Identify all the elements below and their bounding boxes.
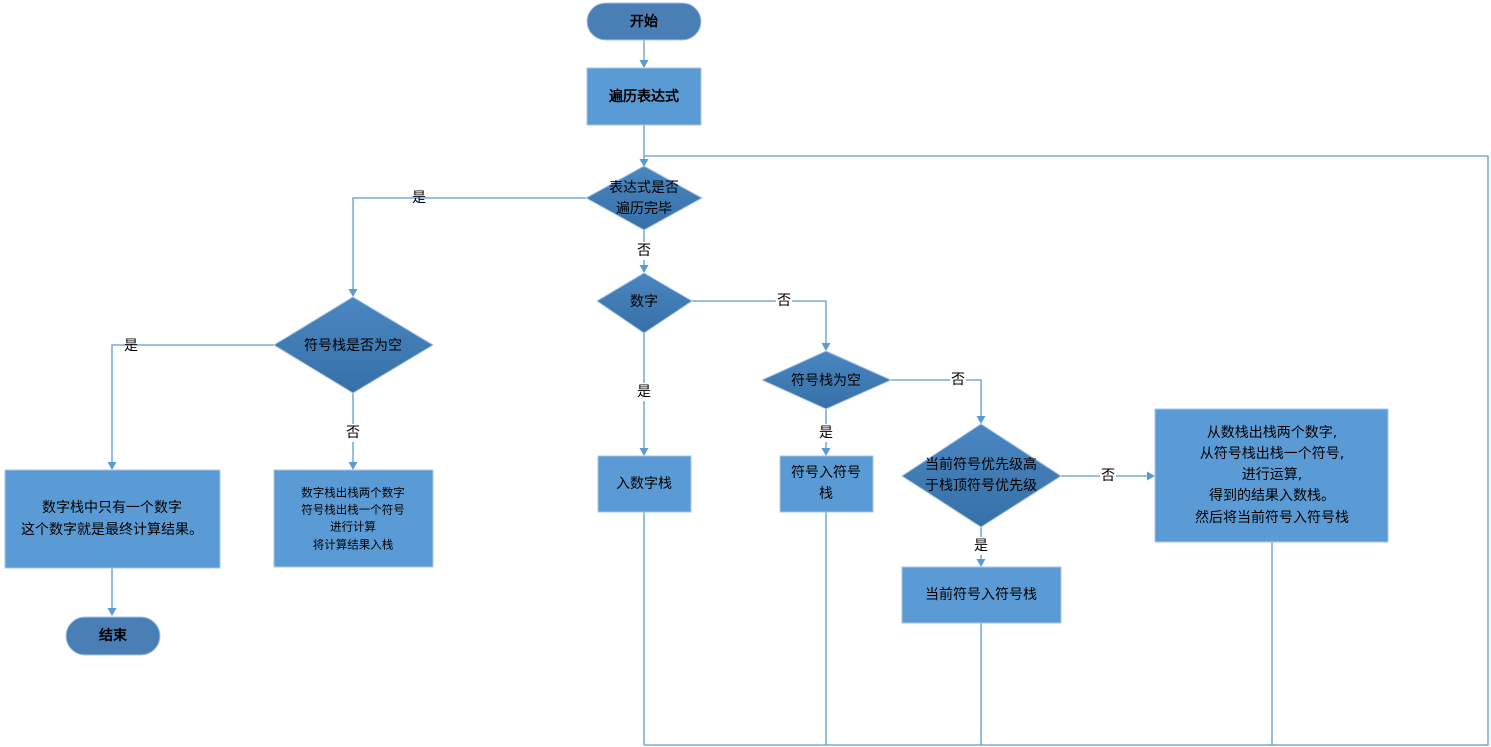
edge-label-number-no: 否 — [777, 293, 791, 309]
label-bg — [818, 424, 834, 442]
edge-number-no — [692, 300, 827, 345]
push-op-node: 符号入符号 栈 — [779, 455, 874, 513]
edge-label-empty-no: 否 — [346, 425, 360, 441]
priority-label-2: 于栈顶符号优先级 — [925, 478, 1037, 494]
label-bg — [1100, 467, 1116, 485]
push-current-op-label: 当前符号入符号栈 — [925, 586, 1037, 603]
label-bg — [776, 292, 792, 310]
compute-label-4: 得到的结果入数栈。 — [1209, 487, 1335, 504]
traverse-done-decision: 表达式是否 遍历完毕 — [584, 165, 704, 231]
edge-label-number-yes: 是 — [637, 384, 651, 400]
arrowhead — [639, 60, 649, 68]
push-current-op-node: 当前符号入符号栈 — [901, 566, 1062, 624]
pop-compute-label-4: 将计算结果入栈 — [313, 538, 394, 552]
arrowhead — [821, 448, 831, 456]
op-stack-empty-check-label: 符号栈是否为空 — [304, 338, 402, 354]
pop-compute-node: 数字栈出栈两个数字 符号栈出栈一个符号 进行计算 将计算结果入栈 — [273, 469, 434, 568]
final-result-label-2: 这个数字就是最终计算结果。 — [21, 521, 203, 538]
op-stack-empty-check-decision: 符号栈是否为空 — [273, 296, 434, 394]
is-number-label: 数字 — [630, 294, 658, 310]
edge-opempty-no — [891, 379, 982, 418]
label-bg — [636, 383, 652, 401]
push-op-label-1: 符号入符号 — [791, 465, 861, 481]
arrowhead — [348, 462, 358, 470]
push-number-label: 入数字栈 — [616, 476, 672, 492]
arrowhead — [976, 416, 986, 424]
op-stack-empty-label: 符号栈为空 — [791, 373, 861, 389]
nodes: 开始 遍历表达式 表达式是否 遍历完毕 符号栈是否为空 数字 入数字栈 — [4, 2, 1389, 656]
traverse-done-label-1: 表达式是否 — [609, 180, 679, 196]
arrowhead — [639, 448, 649, 456]
priority-label-1: 当前符号优先级高 — [925, 456, 1037, 473]
label-bg — [950, 371, 966, 389]
is-number-decision: 数字 — [596, 272, 693, 334]
push-op-label-2: 栈 — [819, 486, 833, 502]
compute-label-5: 然后将当前符号入符号栈 — [1195, 509, 1349, 526]
start-node: 开始 — [586, 2, 702, 41]
arrowhead — [639, 159, 649, 167]
connectors — [107, 40, 1489, 746]
edge-done-yes — [352, 197, 586, 291]
traverse-done-label-2: 遍历完毕 — [616, 201, 672, 217]
arrowhead — [107, 608, 117, 616]
end-label: 结束 — [99, 627, 128, 644]
pop-compute-label-2: 符号栈出栈一个符号 — [301, 503, 405, 517]
arrowhead — [1147, 471, 1155, 481]
pop-compute-label-3: 进行计算 — [330, 520, 376, 534]
final-result-label-1: 数字栈中只有一个数字 — [42, 500, 182, 516]
edge-label-empty-yes: 是 — [124, 338, 138, 354]
edge-label-priority-no: 否 — [1101, 468, 1115, 484]
compute-label-1: 从数栈出栈两个数字, — [1207, 425, 1337, 441]
edge-label-opempty-yes: 是 — [819, 425, 833, 441]
edge-label-opempty-no: 否 — [951, 372, 965, 388]
edge-loop-back — [644, 155, 1489, 746]
edge-label-done-yes: 是 — [412, 190, 426, 206]
start-label: 开始 — [630, 13, 658, 30]
push-number-node: 入数字栈 — [597, 455, 692, 513]
edge-empty-yes — [111, 344, 274, 464]
arrowhead — [976, 559, 986, 567]
label-bg — [973, 537, 989, 555]
traverse-label: 遍历表达式 — [608, 88, 679, 105]
traverse-node: 遍历表达式 — [586, 67, 702, 126]
pop-compute-label-1: 数字栈出栈两个数字 — [301, 486, 405, 500]
edge-label-done-no: 否 — [637, 243, 651, 259]
arrowhead — [348, 289, 358, 297]
edge-labels: 是 否 否 是 是 否 是 否 是 否 — [124, 190, 1116, 555]
arrowhead — [821, 343, 831, 351]
label-bg — [636, 242, 652, 260]
arrowhead — [639, 265, 649, 273]
priority-decision: 当前符号优先级高 于栈顶符号优先级 — [901, 423, 1062, 528]
final-result-node: 数字栈中只有一个数字 这个数字就是最终计算结果。 — [4, 469, 221, 569]
compute-and-push-node: 从数栈出栈两个数字, 从符号栈出栈一个符号, 进行运算, 得到的结果入数栈。 然… — [1154, 408, 1389, 543]
compute-label-3: 进行运算, — [1242, 467, 1302, 483]
compute-label-2: 从符号栈出栈一个符号, — [1200, 446, 1344, 462]
edge-label-priority-yes: 是 — [974, 538, 988, 554]
label-bg — [345, 424, 361, 442]
end-node: 结束 — [65, 616, 161, 656]
arrowhead — [107, 462, 117, 470]
op-stack-empty-decision: 符号栈为空 — [760, 350, 893, 410]
